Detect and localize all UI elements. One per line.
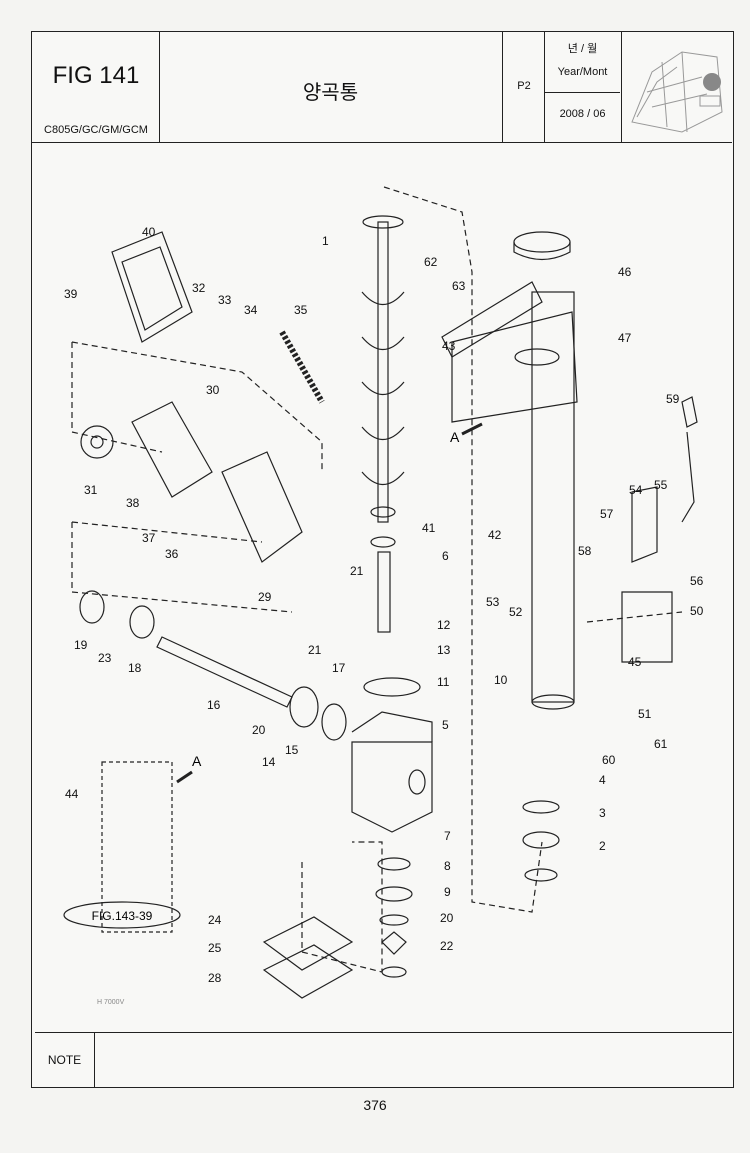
part-number: 23: [98, 651, 112, 665]
part-number: 61: [654, 737, 668, 751]
small-code: H 7000V: [97, 999, 125, 1006]
page-code-cell: P2: [503, 32, 545, 142]
model-codes: C805G/GC/GM/GCM: [44, 124, 148, 136]
part-number: 14: [262, 755, 276, 769]
part-number: 62: [424, 255, 438, 269]
part-number: 35: [294, 303, 308, 317]
part-number: 54: [629, 483, 643, 497]
drawing-sheet: FIG 141 C805G/GC/GM/GCM 양곡통 P2 년 / 월 Yea…: [31, 31, 734, 1088]
date-cell: 년 / 월 Year/Mont 2008 / 06: [545, 32, 622, 142]
part-number: 44: [65, 787, 79, 801]
part-number: 40: [142, 225, 156, 239]
page-code: P2: [517, 80, 531, 92]
part-number: 18: [128, 661, 142, 675]
figure-reference: FIG.143-39: [92, 909, 153, 923]
part-number: 13: [437, 643, 451, 657]
part-number: 45: [628, 655, 642, 669]
part-number: 32: [192, 281, 206, 295]
part-number: 20: [440, 911, 454, 925]
part-number: 31: [84, 483, 98, 497]
part-number: 52: [509, 605, 523, 619]
part-number: 21: [350, 564, 364, 578]
part-number: 24: [208, 913, 222, 927]
part-number: 9: [444, 885, 451, 899]
part-number: 29: [258, 590, 272, 604]
part-number: 51: [638, 707, 652, 721]
part-number: 36: [165, 547, 179, 561]
part-number: 53: [486, 595, 500, 609]
part-number: 57: [600, 507, 614, 521]
year-month-label-en: Year/Mont: [557, 66, 608, 78]
part-number: 10: [494, 673, 508, 687]
part-number: 46: [618, 265, 632, 279]
part-number: 2: [599, 839, 606, 853]
machine-thumbnail: [631, 51, 723, 133]
divider: [545, 92, 620, 93]
part-number: 60: [602, 753, 616, 767]
part-number: 56: [690, 574, 704, 588]
part-number: 25: [208, 941, 222, 955]
part-number: 20: [252, 723, 266, 737]
part-number: 30: [206, 383, 220, 397]
part-number: 16: [207, 698, 221, 712]
part-number: 4: [599, 773, 606, 787]
part-number: 55: [654, 478, 668, 492]
part-number: 21: [308, 643, 322, 657]
page-number: 376: [363, 1097, 387, 1113]
part-number: 3: [599, 806, 606, 820]
part-number: 42: [488, 528, 502, 542]
part-number: 39: [64, 287, 78, 301]
part-number: 17: [332, 661, 346, 675]
note-row: NOTE: [35, 1032, 732, 1087]
part-number: 1: [322, 234, 329, 248]
note-label: NOTE: [35, 1033, 95, 1087]
part-number: 43: [442, 339, 456, 353]
figure-number: FIG 141: [52, 62, 140, 89]
issue-date: 2008 / 06: [559, 108, 606, 120]
exploded-parts-diagram: A A FIG.143-39 H 7000V 1 2 3 4 5 6 7 8 9…: [32, 142, 732, 1032]
part-number: 59: [666, 392, 680, 406]
part-number: 38: [126, 496, 140, 510]
title-block: FIG 141 C805G/GC/GM/GCM 양곡통 P2 년 / 월 Yea…: [32, 32, 732, 143]
part-number: 22: [440, 939, 454, 953]
parts-svg: A A FIG.143-39 H 7000V 1 2 3 4 5 6 7 8 9…: [63, 186, 704, 1006]
thumbnail-cell: [622, 32, 732, 142]
view-label-a: A: [450, 429, 460, 445]
part-number: 8: [444, 859, 451, 873]
part-number: 15: [285, 743, 299, 757]
part-number: 12: [437, 618, 451, 632]
fig-cell: FIG 141 C805G/GC/GM/GCM: [32, 32, 160, 142]
part-number: 41: [422, 521, 436, 535]
part-number: 33: [218, 293, 232, 307]
year-month-label-ko: 년 / 월: [567, 43, 598, 55]
part-number: 7: [444, 829, 451, 843]
part-number: 50: [690, 604, 704, 618]
part-number: 5: [442, 718, 449, 732]
part-number: 47: [618, 331, 632, 345]
part-number: 19: [74, 638, 88, 652]
page-title: 양곡통: [302, 82, 359, 104]
part-number: 63: [452, 279, 466, 293]
part-number: 37: [142, 531, 156, 545]
title-cell: 양곡통: [160, 32, 503, 142]
view-label-a-2: A: [192, 753, 202, 769]
part-number: 6: [442, 549, 449, 563]
part-number: 28: [208, 971, 222, 985]
part-number: 58: [578, 544, 592, 558]
part-number: 11: [437, 675, 450, 689]
part-number: 34: [244, 303, 258, 317]
